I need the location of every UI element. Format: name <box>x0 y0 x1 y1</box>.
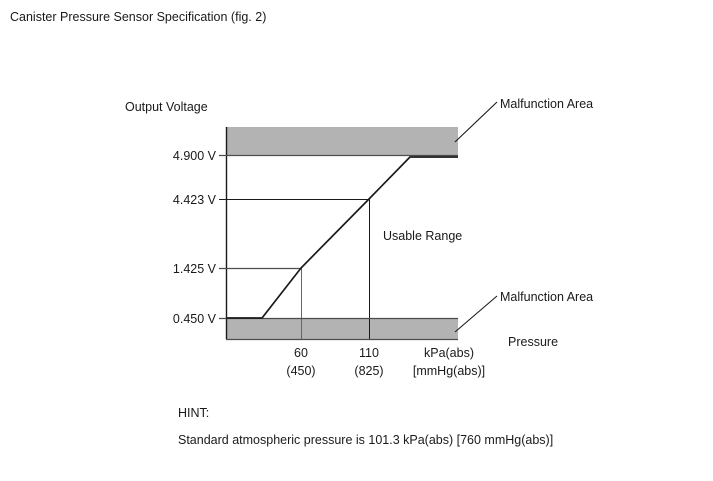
x-tick-label-110-alt: (825) <box>354 364 383 378</box>
x-tick-label-60: 60 <box>294 346 308 360</box>
y-axis-title: Output Voltage <box>125 100 208 114</box>
x-unit-primary: kPa(abs) <box>424 346 474 360</box>
x-tick-label-110: 110 <box>359 346 379 360</box>
x-axis-title: Pressure <box>508 335 558 349</box>
leader-line-malfunction-top <box>454 101 498 143</box>
y-tick-label-4423: 4.423 V <box>173 193 217 207</box>
leader-line-malfunction-bottom <box>454 295 498 333</box>
hint-label: HINT: <box>178 406 210 420</box>
y-tick-label-4900: 4.900 V <box>173 149 217 163</box>
page-title: Canister Pressure Sensor Specification (… <box>10 10 267 24</box>
annotation-malfunction-bottom: Malfunction Area <box>500 290 593 304</box>
x-tick-label-60-alt: (450) <box>286 364 315 378</box>
hint-text: Standard atmospheric pressure is 101.3 k… <box>178 433 554 447</box>
malfunction-band-upper <box>226 127 458 155</box>
annotation-malfunction-top: Malfunction Area <box>500 97 593 111</box>
malfunction-band-lower <box>226 319 458 339</box>
y-tick-label-1425: 1.425 V <box>173 262 217 276</box>
hint-block: HINT: Standard atmospheric pressure is 1… <box>178 400 553 454</box>
y-tick-label-0450: 0.450 V <box>173 312 217 326</box>
sensor-output-curve <box>226 156 458 319</box>
annotation-usable-range: Usable Range <box>383 229 462 243</box>
x-unit-secondary: [mmHg(abs)] <box>413 364 485 378</box>
